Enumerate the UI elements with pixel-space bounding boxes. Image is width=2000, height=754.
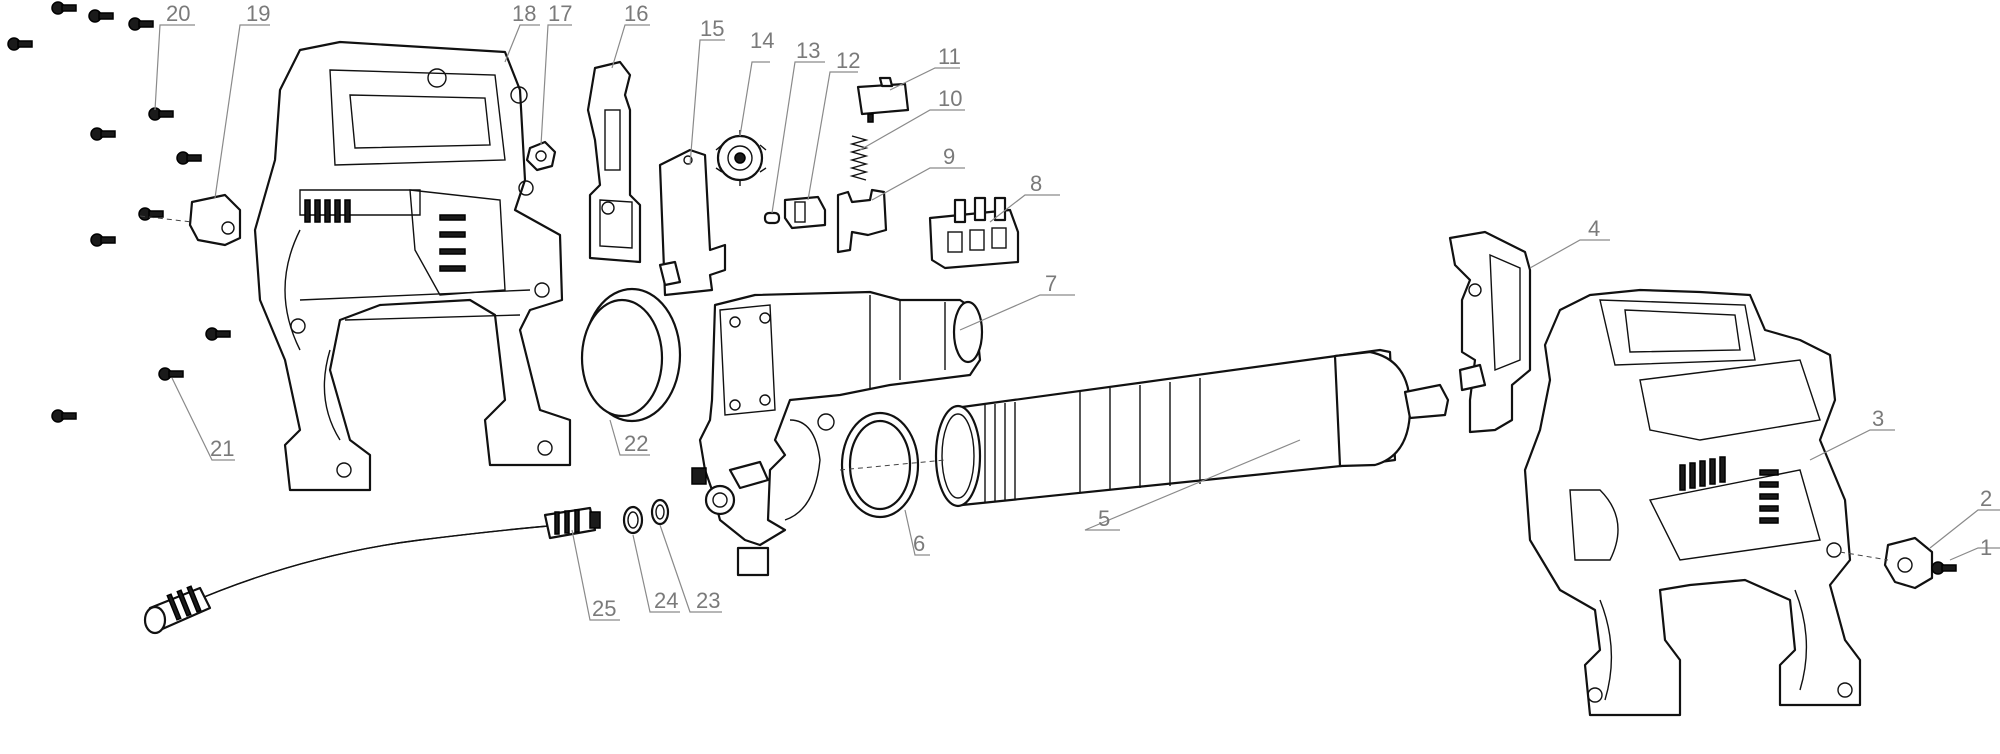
callout-21: 21 <box>210 436 234 461</box>
callout-25: 25 <box>592 596 616 621</box>
part-13-pin <box>763 211 781 225</box>
callout-15: 15 <box>700 16 724 41</box>
screw-icon <box>148 107 174 121</box>
part-16-bracket <box>586 60 642 264</box>
part-8-terminal <box>928 196 1020 270</box>
callout-2: 2 <box>1980 486 1992 511</box>
callout-7: 7 <box>1045 271 1057 296</box>
screw-icon <box>205 327 231 341</box>
part-25-hose <box>143 506 601 635</box>
part-11-switch <box>856 76 910 123</box>
callout-labels: 1 2 3 4 5 6 7 8 9 10 11 12 13 14 15 16 1… <box>166 1 1992 621</box>
part-5-grease-tube <box>934 348 1450 508</box>
part-10-spring <box>849 135 869 181</box>
callout-17: 17 <box>548 1 572 26</box>
callout-14: 14 <box>750 28 774 53</box>
callout-12: 12 <box>836 48 860 73</box>
callout-10: 10 <box>938 86 962 111</box>
screw-icon <box>138 207 164 221</box>
callout-23: 23 <box>696 588 720 613</box>
callout-8: 8 <box>1030 171 1042 196</box>
screw-icon <box>158 367 184 381</box>
part-4-cover <box>1448 230 1532 434</box>
part-22-ring <box>580 287 682 423</box>
callout-16: 16 <box>624 1 648 26</box>
screw-icon <box>7 37 33 51</box>
part-24-washer <box>622 505 644 535</box>
screw-icon <box>90 233 116 247</box>
part-1-screw <box>1931 561 1957 575</box>
leader-lines <box>154 24 2000 621</box>
screw-icon <box>176 151 202 165</box>
callout-18: 18 <box>512 1 536 26</box>
part-18-left-housing <box>253 40 572 492</box>
part-3-right-housing <box>1523 288 1862 717</box>
part-19-clip <box>139 193 242 247</box>
callout-22: 22 <box>624 431 648 456</box>
part-14-gear <box>715 130 767 186</box>
callout-20: 20 <box>166 1 190 26</box>
part-9-contact <box>836 188 888 254</box>
callout-9: 9 <box>943 144 955 169</box>
screw-icon <box>88 9 114 23</box>
part-12-slider <box>783 195 827 230</box>
callout-4: 4 <box>1588 216 1600 241</box>
part-6-oring <box>840 411 920 519</box>
part-17-nut <box>525 140 557 172</box>
callout-13: 13 <box>796 38 820 63</box>
callout-1: 1 <box>1980 535 1992 560</box>
part-15-plate <box>658 148 727 297</box>
part-23-washer <box>650 498 670 526</box>
callout-19: 19 <box>246 1 270 26</box>
part-7-pump-head <box>691 290 984 577</box>
part-2-clip <box>1839 536 1934 590</box>
screw-icon <box>128 17 154 31</box>
callout-11: 11 <box>938 44 961 69</box>
callout-24: 24 <box>654 588 678 613</box>
callout-5: 5 <box>1098 506 1110 531</box>
screw-icon <box>51 1 77 15</box>
screws-group <box>7 1 231 423</box>
callout-3: 3 <box>1872 406 1884 431</box>
screw-icon <box>90 127 116 141</box>
screw-icon <box>51 409 77 423</box>
callout-6: 6 <box>913 531 925 556</box>
